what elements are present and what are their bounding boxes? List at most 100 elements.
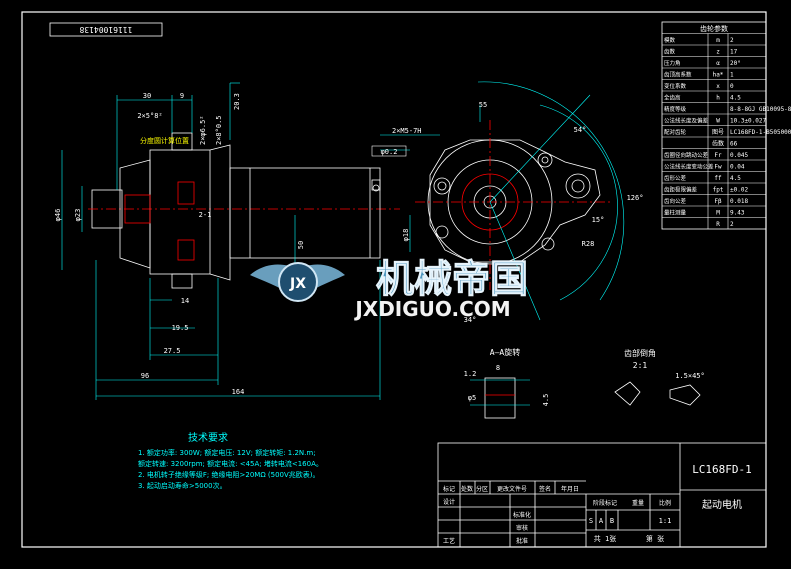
params-cell-sym: Fr [714, 152, 722, 159]
params-cell-label: 齿距极限偏差 [664, 186, 698, 194]
dim-phi46: φ46 [54, 209, 62, 222]
watermark-logo: JX [250, 262, 345, 302]
params-cell-sym: Fw [714, 164, 722, 171]
params-cell-sym: 图号 [712, 129, 724, 136]
title-block-name: 起动电机 [702, 498, 742, 511]
aa-dim-1-2: 1.2 [464, 370, 477, 378]
pitch-note: 分度圆计算位置 [140, 136, 189, 145]
params-cell-sym: W [716, 118, 720, 125]
params-cell-label: 模数 [664, 36, 676, 44]
dim-2xphi6: 2×φ6.5² [199, 115, 207, 145]
aa-dim-8: 8 [496, 364, 500, 372]
watermark-cn: 机械帝国 [376, 257, 528, 301]
dim-50: 50 [297, 241, 305, 249]
dim-2-1: 2-1 [199, 211, 212, 219]
tb-cell-a: A [599, 517, 604, 525]
tb-label-sign: 签名 [539, 485, 551, 493]
tb-label-mark: 标记 [443, 485, 455, 493]
tb-label-date: 年月日 [561, 485, 579, 493]
dim-phi18: φ18 [402, 229, 410, 242]
params-cell-sym: m [716, 37, 720, 44]
tb-cell-b: B [610, 517, 614, 525]
watermark-logo-text: JX [289, 276, 306, 292]
params-cell-val: 2 [730, 37, 734, 44]
dim-15: 15° [592, 216, 605, 224]
params-cell-sym: x [716, 83, 720, 90]
section-aa-view [470, 377, 530, 419]
detail-shapes [614, 381, 701, 406]
dim-27-5: 27.5 [164, 347, 181, 355]
tb-label-ratio: 比例 [659, 499, 671, 507]
tb-scale: 1:1 [659, 517, 672, 525]
drawing-number-box [49, 22, 163, 37]
dim-2x8: 2×8°0.5 [215, 115, 223, 145]
params-cell-sym: h [716, 95, 720, 102]
dim-164: 164 [232, 388, 245, 396]
drawing-number-text: 11161004138 [79, 25, 132, 34]
tb-label-design: 设计 [443, 498, 455, 506]
params-cell-val: 1 [730, 72, 734, 79]
params-cell-sym: 齿数 [712, 140, 724, 148]
tb-cell-s: S [589, 517, 593, 525]
tech-line-4: 3. 起动启动寿命>5000次。 [138, 481, 227, 490]
params-cell-val: LC168FD-1-B5050000 [730, 129, 791, 136]
detail-scale: 2:1 [633, 361, 648, 370]
params-cell-label: 公法线长度及偏差 [664, 117, 709, 125]
side-view [88, 132, 400, 289]
params-cell-val: ±0.02 [730, 187, 748, 194]
params-cell-val: 4.5 [730, 175, 741, 182]
params-cell-label: 量柱测量 [664, 209, 687, 217]
tb-sheet: 第 张 [646, 534, 664, 543]
tb-label-weight: 重量 [632, 499, 644, 507]
aa-dim-phi5: φ5 [468, 394, 476, 402]
detail-chamfer: 1.5×45° [675, 372, 705, 380]
dim-55: 55 [479, 101, 487, 109]
dim-phi23: φ23 [74, 209, 82, 222]
params-cell-sym: R [716, 221, 720, 228]
params-cell-val: 8-8-8GJ GB10095-88 [730, 106, 791, 113]
params-cell-label: 齿圈径向跳动公差 [664, 151, 709, 159]
dim-r28: R28 [582, 240, 595, 248]
params-cell-val: 10.3±0.027 [730, 118, 767, 125]
dim-2x5: 2×5°8² [137, 112, 162, 120]
params-cell-label: 精度等级 [664, 105, 687, 113]
params-cell-val: 9.43 [730, 210, 745, 217]
tech-line-2: 额定转速: 3200rpm; 额定电流: <45A; 堵转电流<160A。 [138, 459, 323, 468]
dim-14: 14 [181, 297, 189, 305]
dim-30: 30 [143, 92, 151, 100]
tb-label-zone: 分区 [476, 485, 488, 493]
tb-label-review: 审核 [516, 524, 528, 532]
params-cell-label: 齿顶高系数 [664, 71, 692, 79]
watermark-en: JXDIGUO.COM [353, 297, 510, 321]
phi02-box [371, 145, 407, 157]
dim-54: 54° [574, 126, 587, 134]
title-block-code: LC168FD-1 [692, 463, 752, 476]
tb-label-std: 标准化 [513, 511, 531, 519]
dim-phi02: φ0.2 [381, 148, 398, 156]
params-cell-val: 4.5 [730, 95, 741, 102]
dim-m5: 2×M5-7H [392, 127, 422, 135]
params-cell-label: 齿向公差 [664, 197, 687, 205]
params-cell-label: 齿形公差 [664, 174, 687, 182]
tb-label-count: 处数 [461, 485, 473, 493]
tech-title: 技术要求 [188, 431, 228, 444]
detail-title: 齿部倒角 [624, 348, 656, 358]
tb-label-process: 工艺 [443, 537, 455, 545]
dim-126: 126° [627, 194, 644, 202]
aa-dim-4-5: 4.5 [542, 394, 550, 407]
title-block [437, 442, 767, 548]
params-cell-val: 17 [730, 49, 738, 56]
dim-20-3: 20.3 [233, 93, 241, 110]
section-aa-title: A—A旋转 [490, 347, 520, 357]
tb-label-approve: 批准 [516, 537, 528, 545]
dim-96: 96 [141, 372, 149, 380]
params-cell-sym: fpt [713, 187, 724, 194]
params-cell-sym: α [716, 60, 720, 67]
front-dimensions [380, 81, 625, 321]
params-cell-label: 全齿高 [664, 94, 681, 102]
params-cell-label: 公法线长度变动公差 [664, 163, 714, 171]
tb-sheets: 共 1张 [594, 534, 616, 543]
params-cell-label: 变位系数 [664, 82, 687, 90]
